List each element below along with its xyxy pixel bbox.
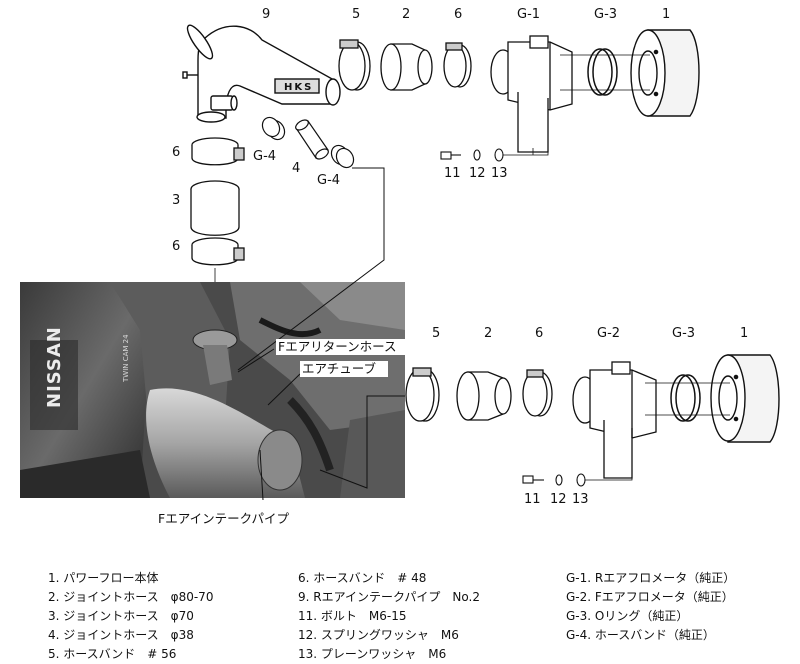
- label-part-6-bottom: 6: [535, 326, 544, 341]
- label-part-5-top: 5: [352, 7, 361, 22]
- legend-item: 3. ジョイントホース φ70: [48, 609, 194, 623]
- legend-item: 2. ジョイントホース φ80-70: [48, 590, 214, 604]
- label-part-g3-bottom: G-3: [672, 326, 696, 341]
- photo-twin-cam-text: TWIN CAM 24: [122, 334, 130, 383]
- label-part-13-top: 13: [491, 166, 508, 181]
- air-tube-label-bg: [300, 361, 388, 377]
- legend-item: 11. ボルト M6-15: [298, 609, 407, 623]
- label-part-5-bottom: 5: [432, 326, 441, 341]
- hose-band-5-bottom: [405, 367, 440, 422]
- label-part-12-top: 12: [469, 166, 486, 181]
- joint-hose-4: [295, 119, 329, 160]
- hks-logo: HKS: [284, 82, 313, 93]
- power-flow-body-1-top: [630, 29, 700, 117]
- return-hose-label-bg: [276, 339, 421, 355]
- legend-item: 9. Rエアインテークパイプ No.2: [298, 590, 480, 604]
- joint-hose-3-left: [190, 180, 240, 236]
- hose-band-5-top: [338, 39, 371, 91]
- legend-column-3: G-1. Rエアフロメータ（純正） G-2. Fエアフロメータ（純正） G-3.…: [566, 569, 735, 645]
- label-part-6-left-upper: 6: [172, 145, 181, 160]
- hose-band-g4-right: [330, 144, 355, 169]
- label-part-11-top: 11: [444, 166, 461, 181]
- alignment-lines-bottom: [582, 382, 730, 481]
- legend-item: G-2. Fエアフロメータ（純正）: [566, 590, 734, 604]
- label-part-1-top: 1: [662, 7, 671, 22]
- label-part-13-bottom: 13: [572, 492, 589, 507]
- label-part-9: 9: [262, 7, 271, 22]
- legend-item: G-3. Oリング（純正）: [566, 609, 689, 623]
- label-part-12-bottom: 12: [550, 492, 567, 507]
- label-part-g1: G-1: [517, 7, 541, 22]
- label-part-g4-a: G-4: [253, 149, 277, 164]
- bolt-washers-bottom: [522, 473, 586, 487]
- legend-item: 12. スプリングワッシャ M6: [298, 628, 459, 642]
- callout-lines: [237, 167, 405, 501]
- air-flow-meter-g1: [490, 35, 573, 153]
- alignment-lines-top: [500, 54, 650, 156]
- hose-band-6-bottom: [522, 369, 553, 417]
- legend-column-1: 1. パワーフロー本体 2. ジョイントホース φ80-70 3. ジョイントホ…: [48, 569, 213, 664]
- hose-band-6-top: [443, 42, 472, 88]
- callout-air-tube: エアチューブ: [302, 361, 377, 376]
- legend-column-2: 6. ホースバンド # 48 9. Rエアインテークパイプ No.2 11. ボ…: [298, 569, 480, 664]
- joint-hose-2-top: [380, 43, 433, 91]
- joint-hose-2-bottom: [456, 371, 512, 421]
- legend-item: G-1. Rエアフロメータ（純正）: [566, 571, 736, 585]
- engine-photo: [20, 282, 405, 498]
- label-part-2-bottom: 2: [484, 326, 493, 341]
- o-ring-g3-bottom: [670, 374, 701, 422]
- air-flow-meter-g2: [572, 361, 657, 479]
- callout-intake-pipe: Fエアインテークパイプ: [158, 511, 289, 526]
- photo-nissan-text: NISSAN: [44, 326, 65, 408]
- legend-item: 6. ホースバンド # 48: [298, 571, 427, 585]
- label-part-2-top: 2: [402, 7, 411, 22]
- legend-item: 4. ジョイントホース φ38: [48, 628, 194, 642]
- legend-item: 1. パワーフロー本体: [48, 571, 159, 585]
- legend-item: 13. プレーンワッシャ M6: [298, 647, 447, 661]
- hose-band-6-left-upper: [191, 137, 245, 166]
- o-ring-g3-top: [587, 48, 618, 96]
- bolt-washers-top: [440, 148, 504, 162]
- hose-band-6-left-lower: [191, 237, 245, 266]
- label-part-6-left-lower: 6: [172, 239, 181, 254]
- legend-item: 5. ホースバンド # 56: [48, 647, 177, 661]
- legend-item: G-4. ホースバンド（純正）: [566, 628, 715, 642]
- callout-return-hose: Fエアリターンホース: [278, 339, 397, 354]
- intake-pipe-9: [182, 24, 341, 123]
- label-part-11-bottom: 11: [524, 492, 541, 507]
- label-part-6-top: 6: [454, 7, 463, 22]
- label-part-3-left: 3: [172, 193, 181, 208]
- label-part-1-bottom: 1: [740, 326, 749, 341]
- label-part-g2: G-2: [597, 326, 621, 341]
- label-part-g4-b: G-4: [317, 173, 341, 188]
- power-flow-body-1-bottom: [710, 354, 780, 443]
- hose-band-g4-left: [261, 116, 286, 141]
- label-part-4: 4: [292, 161, 301, 176]
- label-part-g3-top: G-3: [594, 7, 618, 22]
